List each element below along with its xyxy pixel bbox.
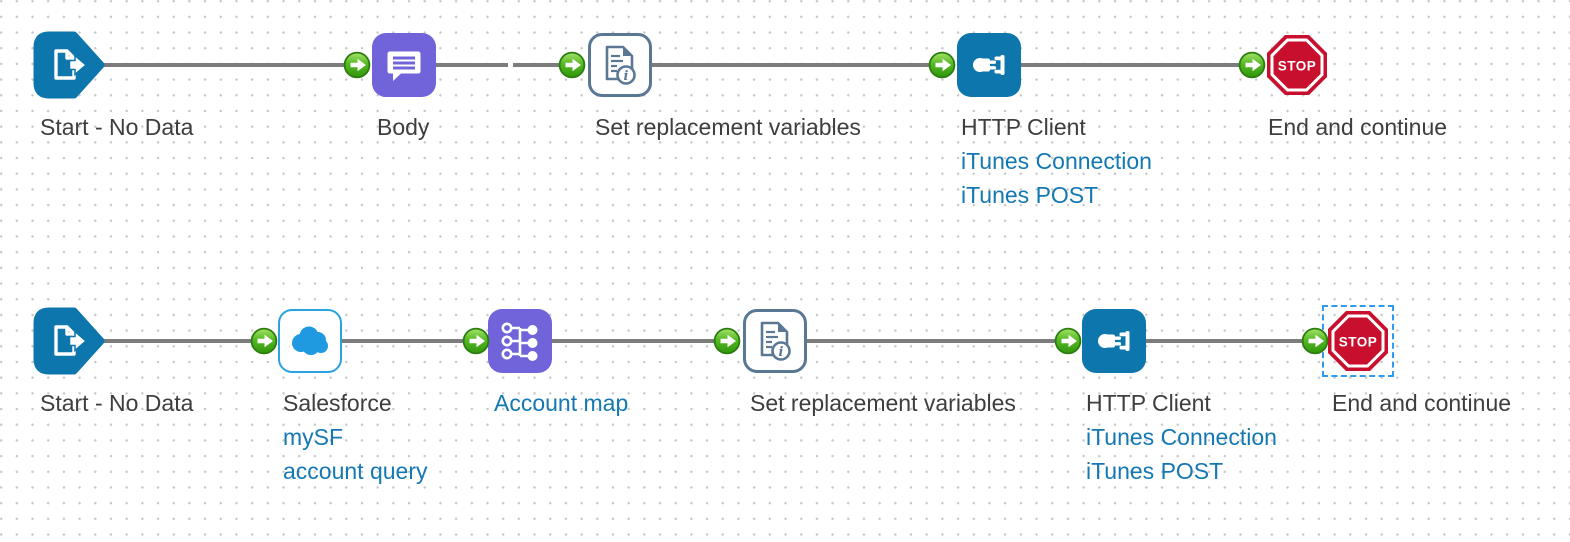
connector-arrow-icon[interactable] (462, 327, 490, 355)
connector-arrow-icon[interactable] (343, 51, 371, 79)
node-start[interactable] (33, 307, 105, 375)
node-set-properties[interactable]: i (743, 309, 807, 373)
plug-connector-icon (1098, 331, 1130, 351)
operation-link[interactable]: account query (283, 458, 428, 484)
data-map-icon (501, 322, 538, 361)
document-info-icon: i (760, 321, 791, 361)
selection-outline[interactable]: STOP (1322, 305, 1394, 377)
node-label: HTTP Client (1086, 390, 1211, 416)
connector-line (340, 339, 480, 343)
node-label: Body (377, 114, 430, 140)
connector-line (100, 339, 270, 343)
start-document-arrow-icon (54, 49, 88, 80)
node-label: Start - No Data (40, 390, 194, 416)
node-label: HTTP Client (961, 114, 1086, 140)
node-http-client[interactable] (1082, 309, 1146, 373)
start-document-arrow-icon (54, 325, 88, 356)
connector-line (650, 63, 945, 67)
connector-line (434, 63, 508, 67)
salesforce-cloud-icon (292, 326, 328, 355)
connector-line (1144, 339, 1316, 343)
plug-connector-icon (973, 55, 1005, 75)
connector-line (1019, 63, 1257, 67)
node-start[interactable] (33, 31, 105, 99)
connector-arrow-icon[interactable] (1301, 327, 1329, 355)
node-label: Set replacement variables (595, 114, 861, 140)
stop-sign-icon: STOP (1328, 311, 1388, 371)
node-label: End and continue (1332, 390, 1512, 416)
stop-badge-text: STOP (1278, 59, 1317, 74)
connection-link[interactable]: iTunes Connection (1086, 424, 1277, 450)
node-http-client[interactable] (957, 33, 1021, 97)
node-stop[interactable]: STOP (1326, 309, 1390, 373)
connector-line (552, 339, 731, 343)
connector-arrow-icon[interactable] (1238, 51, 1266, 79)
node-set-properties[interactable]: i (588, 33, 652, 97)
connector-arrow-icon[interactable] (1054, 327, 1082, 355)
operation-link[interactable]: iTunes POST (1086, 458, 1224, 484)
stop-badge-text: STOP (1339, 335, 1378, 350)
stop-sign-icon: STOP (1267, 35, 1327, 95)
svg-text:i: i (779, 345, 784, 360)
connector-line (806, 339, 1072, 343)
connector-line (513, 63, 575, 67)
connector-arrow-icon[interactable] (250, 327, 278, 355)
svg-text:i: i (624, 69, 629, 84)
node-label: Start - No Data (40, 114, 194, 140)
connector-arrow-icon[interactable] (558, 51, 586, 79)
node-map[interactable] (488, 309, 552, 373)
document-info-icon: i (605, 45, 636, 85)
node-salesforce-connector[interactable] (278, 309, 342, 373)
connection-link[interactable]: iTunes Connection (961, 148, 1152, 174)
node-label: End and continue (1268, 114, 1448, 140)
map-link[interactable]: Account map (494, 390, 629, 416)
operation-link[interactable]: iTunes POST (961, 182, 1099, 208)
message-bubble-icon (387, 51, 421, 81)
node-stop[interactable]: STOP (1265, 33, 1329, 97)
connector-arrow-icon[interactable] (928, 51, 956, 79)
connection-link[interactable]: mySF (283, 424, 344, 450)
connector-line (100, 63, 350, 67)
node-message-body[interactable] (372, 33, 436, 97)
node-label: Set replacement variables (750, 390, 1016, 416)
node-label: Salesforce (283, 390, 392, 416)
connector-arrow-icon[interactable] (713, 327, 741, 355)
